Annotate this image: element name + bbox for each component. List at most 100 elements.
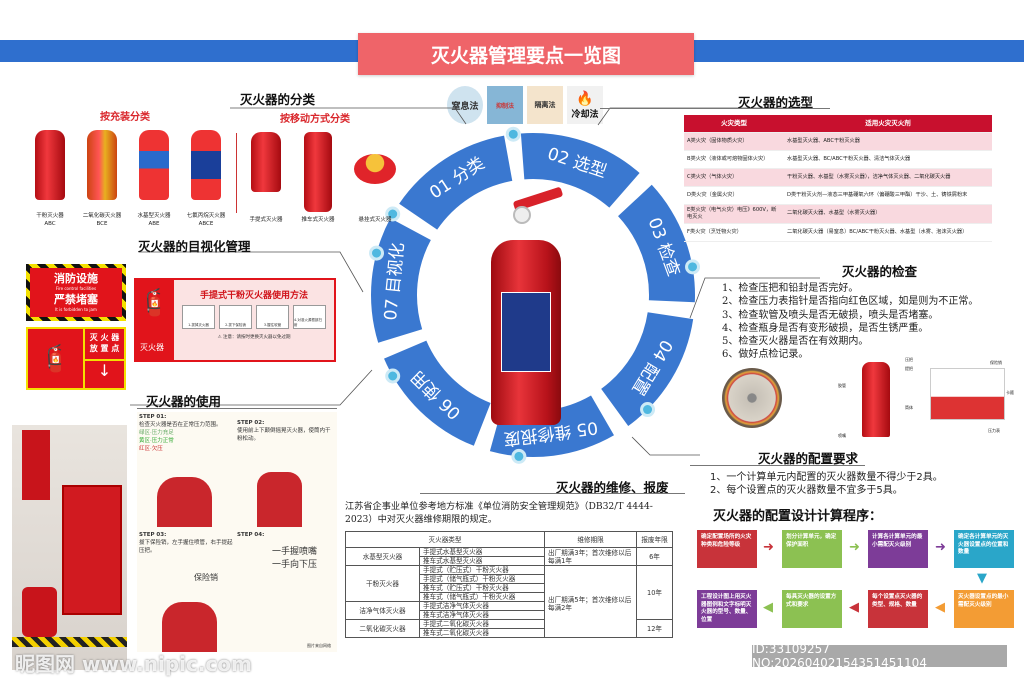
connector-dot (505, 126, 521, 142)
list-item: 5、检查灭火器是否在有效期内。 (722, 336, 869, 348)
selection-heading: 灭火器的选型 (738, 95, 814, 110)
connector-line (631, 436, 700, 456)
type-cell: 二氧化碳灭火器 (345, 619, 420, 638)
table-cell: 推车式二氧化碳灭火器 (419, 628, 545, 638)
visual-heading: 灭火器的目视化管理 (138, 239, 251, 254)
period-cell: 出厂期满3年；首次维修以后每满1年 (544, 547, 637, 566)
method-label: 隔离法 (534, 101, 556, 109)
table-cell: A类火灾（固体物质火灾） (684, 132, 784, 151)
step-title: STEP 04: (237, 532, 265, 538)
item-code: ABCE (198, 221, 214, 227)
inspection-list: 1、检查压把和铅封是否完好。 2、检查压力表指针是否指向红色区域，如是则为不正常… (722, 282, 978, 362)
usage-method-sign: 🧯 灭火器 手提式干粉灭火器使用方法 1.拔掉灭火器 2.拔下保险销 3.握住软… (134, 278, 336, 362)
hanging-extinguisher-image (354, 154, 396, 184)
table-cell: 二氧化碳灭火器（易窒息）BC/ABC干粉灭火器、水基型（水雾、泡沫灭火器） (784, 223, 992, 242)
step-title: STEP 01: (139, 414, 167, 420)
column-header: 灭火器类型 (345, 531, 545, 548)
comic-extinguisher (257, 472, 302, 527)
connector-dot (511, 448, 527, 464)
step-title: STEP 02: (237, 420, 265, 426)
sign-label: 灭火器 (140, 343, 164, 352)
sign-text: 消防设施 (54, 272, 98, 285)
extinguisher-image (251, 132, 281, 192)
valve-closeup-image (930, 368, 1005, 420)
step-note: 黄区·压力正常 (139, 438, 174, 444)
table-row: C类火灾（气体火灾）干粉灭火器、水基型（水雾灭火器），洁净气体灭火器、二氧化碳灭… (684, 168, 992, 187)
part-label: 压把 (905, 357, 913, 362)
classification-heading: 灭火器的分类 (240, 92, 316, 107)
column-header: 适用火灾灭火剂 (784, 115, 992, 133)
step-text: 拔下保险销，左手握住喷管，右手提起压把。 (139, 540, 233, 554)
item-name: 悬挂式灭火器 (358, 217, 392, 223)
item-name: 干粉灭火器 (36, 213, 64, 219)
step-caption: 3.握住软管 (263, 323, 282, 327)
step-text: 一手握喷嘴 一手向下压 (272, 547, 318, 570)
procedure-step: 每个设置点灭火器的类型、规格、数量 (868, 590, 928, 628)
item-name: 二氧化碳灭火器 (82, 213, 122, 219)
step-text: 检查灭火器是否在正常压力范围。 (139, 422, 222, 428)
table-header-row: 灭火器类型维修期限报废年限 (345, 531, 673, 548)
extinguisher-icon: 🧯 (138, 288, 171, 318)
method-label: 冷却法 (571, 109, 599, 120)
config-list: 1、一个计算单元内配置的灭火器数量不得少于2具。 2、每个设置点的灭火器数量不宜… (710, 471, 943, 497)
sign-title: 手提式干粉灭火器使用方法 (199, 291, 308, 301)
list-item: 4、检查瓶身是否有变形破损，是否生锈严重。 (722, 322, 929, 334)
ring-segment-02 (520, 133, 640, 208)
table-cell: 推车式（储气瓶式）干粉灭火器 (419, 592, 545, 602)
part-label: 筒体 (905, 405, 913, 410)
extinguisher-location-sign: 🧯 灭 火 器放 置 点 ↓ (26, 327, 126, 390)
comic-extinguisher (157, 477, 212, 527)
table-cell: 水基型灭火器、BC/ABC干粉灭火器、清洁气体灭火器 (784, 150, 992, 169)
connector-line (230, 107, 467, 125)
by-mobility-subheading: 按移动方式分类 (280, 114, 350, 125)
type-cell: 洁净气体灭火器 (345, 601, 420, 620)
step-note: 红区·欠压 (139, 446, 163, 452)
connector-dot (685, 259, 701, 275)
comic-extinguisher (162, 602, 217, 652)
by-fill-subheading: 按充装分类 (100, 112, 150, 123)
item-name: 水基型灭火器 (137, 213, 171, 219)
fire-methods: 窒息法 抑制法 隔离法 🔥冷却法 (447, 86, 603, 124)
procedure-step: 确定各计算单元的灭火器设置点的位置和数量 (954, 530, 1014, 568)
suppression-icon: 抑制法 (487, 86, 523, 124)
column-header: 火灾类型 (684, 115, 784, 133)
procedure-step: 确定配置场所的火灾种类和危险等级 (697, 530, 757, 568)
maintenance-heading: 灭火器的维修、报废 (556, 480, 669, 495)
period-cell: 出厂期满5年；首次维修以后每满2年 (544, 565, 637, 638)
sign-text-en: It is forbidden to jam (55, 307, 97, 312)
scrap-cell: 10年 (636, 565, 673, 620)
sign-text: 灭 火 器 (89, 333, 120, 342)
step-image: 3.握住软管 (256, 305, 289, 329)
connector-line (140, 251, 364, 293)
extinguisher-item: 推车式灭火器 (292, 132, 344, 224)
center-extinguisher-image (483, 186, 583, 432)
arrow-left-icon: ◀ (763, 600, 773, 615)
arrow-down-icon: ↓ (85, 361, 124, 388)
step-caption: 1.拔掉灭火器 (188, 323, 209, 327)
connector-dot (385, 206, 401, 222)
ring-segment-06 (384, 340, 491, 446)
cart-extinguisher-image (304, 132, 332, 212)
arrow-down-icon: ▼ (977, 571, 987, 586)
part-label: 提把 (905, 366, 913, 371)
table-cell: 手提式（贮压式）干粉灭火器 (419, 565, 545, 575)
table-row: D类火灾（金属火灾）D类干粉灭火剂—液态三甲基硼氧六环（偏硼酸三甲酯）干沙、土、… (684, 186, 992, 205)
table-cell: 二氧化碳灭火器、水基型（水雾灭火器） (784, 204, 992, 224)
divider (236, 133, 237, 213)
procedure-step: 划分计算单元，确定保护面积 (782, 530, 842, 568)
ring-segment-03 (618, 184, 695, 303)
part-label: 压力表 (988, 428, 1000, 433)
step-panel: STEP 01:检查灭火器是否在正常压力范围。绿区·压力充足黄区·压力正常红区·… (139, 414, 234, 452)
extinguisher-image (87, 130, 117, 200)
table-row: E类火灾（电气火灾）电压》600V，断电灭火二氧化碳灭火器、水基型（水雾灭火器） (684, 204, 992, 224)
arrow-left-icon: ◀ (849, 600, 859, 615)
procedure-step: 每具灭火器的设置方式和要求 (782, 590, 842, 628)
sign-text: 严禁堵塞 (54, 293, 98, 306)
method-label: 窒息法 (451, 101, 479, 112)
table-row: B类火灾（液体或可熔物固体火灾）水基型灭火器、BC/ABC干粉灭火器、清洁气体灭… (684, 150, 992, 169)
pressure-gauge-image (722, 368, 782, 428)
extinguisher-icon: 🧯 (28, 329, 83, 388)
table-cell: 推车式洁净气体灭火器 (419, 610, 545, 620)
